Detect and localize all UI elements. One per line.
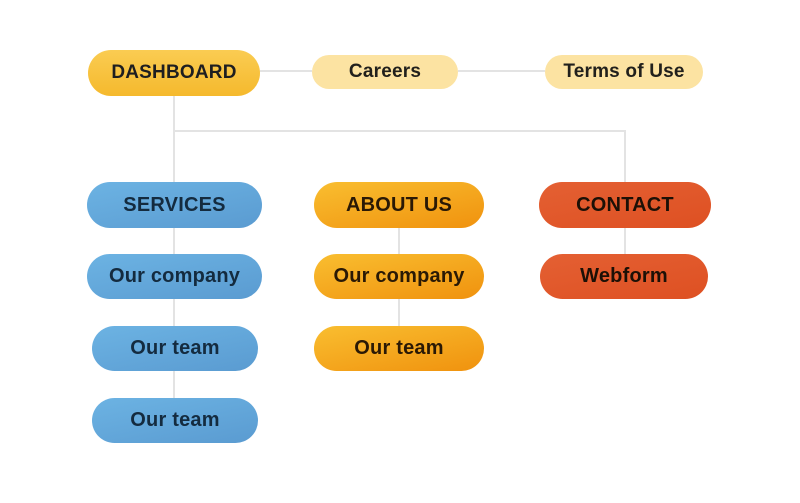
- connector-dashboard-careers: [260, 70, 312, 72]
- connector-careers-terms-of-use: [458, 70, 545, 72]
- node-contact-webform[interactable]: Webform: [540, 254, 708, 299]
- connector-contact-webform: [624, 228, 626, 254]
- connector-dashboard-services: [173, 96, 175, 182]
- node-services[interactable]: SERVICES: [87, 182, 262, 228]
- connector-branch-horizontal: [173, 130, 626, 132]
- connector-services-our-company: [173, 228, 175, 254]
- node-services-our-team-1[interactable]: Our team: [92, 326, 258, 371]
- node-terms-of-use[interactable]: Terms of Use: [545, 55, 703, 89]
- node-about-our-team[interactable]: Our team: [314, 326, 484, 371]
- node-services-our-team-2[interactable]: Our team: [92, 398, 258, 443]
- node-about-us[interactable]: ABOUT US: [314, 182, 484, 228]
- connector-our-company-our-team-1: [173, 299, 175, 326]
- node-about-our-company[interactable]: Our company: [314, 254, 484, 299]
- connector-about-us-our-company: [398, 228, 400, 254]
- node-contact[interactable]: CONTACT: [539, 182, 711, 228]
- connector-our-team-1-our-team-2: [173, 371, 175, 398]
- node-careers[interactable]: Careers: [312, 55, 458, 89]
- connector-branch-contact: [624, 130, 626, 182]
- connector-about-company-our-team: [398, 299, 400, 326]
- node-dashboard[interactable]: DASHBOARD: [88, 50, 260, 96]
- node-services-our-company[interactable]: Our company: [87, 254, 262, 299]
